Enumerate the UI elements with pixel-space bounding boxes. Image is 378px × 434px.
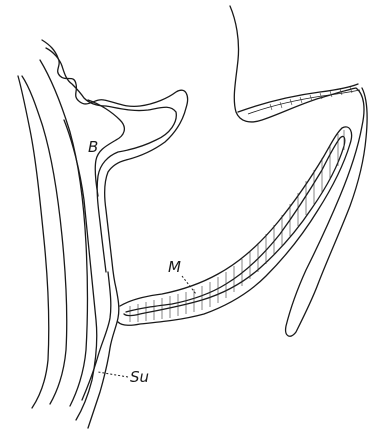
right-upper-outline: [230, 6, 367, 336]
structure-m-hatching: [130, 130, 344, 322]
left-outer-wall: [18, 76, 49, 408]
structure-m-outer: [118, 127, 352, 325]
inner-tract: [88, 288, 119, 428]
label-m: M: [168, 258, 181, 276]
upper-fold-inner: [46, 48, 176, 272]
structure-m-inner: [124, 136, 345, 315]
structure-m: [118, 127, 352, 325]
label-su: Su: [130, 368, 149, 386]
upper-band: [238, 84, 360, 114]
label-b: B: [88, 138, 98, 156]
label-su-leader: [98, 372, 128, 377]
left-wall-3: [40, 60, 88, 406]
